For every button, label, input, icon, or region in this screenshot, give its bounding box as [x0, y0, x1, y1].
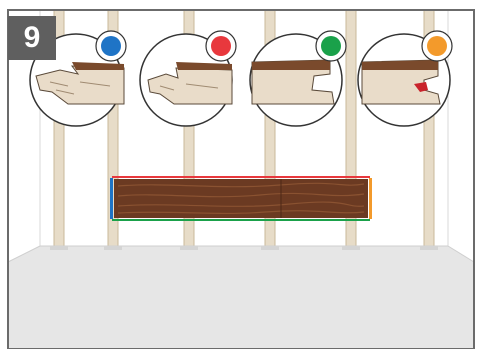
- plank-edge-left: [110, 178, 113, 219]
- step-number: 9: [23, 21, 41, 54]
- plank-edge-bottom: [112, 219, 370, 221]
- red-clip: [414, 82, 428, 92]
- shadow: [420, 246, 438, 250]
- edge-profile-3: [249, 30, 347, 127]
- orange-dot-fill: [427, 36, 447, 56]
- floor-right-edge: [447, 245, 475, 263]
- edge-profile-4: [357, 30, 453, 127]
- stud-floor-shadows: [50, 246, 438, 250]
- shadow: [104, 246, 122, 250]
- blue-dot-fill: [101, 36, 121, 56]
- plank-edge-right: [369, 178, 372, 219]
- shadow: [261, 246, 279, 250]
- shadow: [342, 246, 360, 250]
- shadow: [50, 246, 68, 250]
- floor-plank: [110, 176, 372, 221]
- profile-detail: [49, 81, 111, 95]
- profile-detail: [159, 83, 219, 91]
- profile-top-layer: [72, 62, 124, 70]
- plank-grain: [117, 182, 365, 215]
- step-number-badge: 9: [8, 16, 56, 60]
- floor: [8, 246, 474, 349]
- tongue-profile: [147, 67, 233, 105]
- floor-left-edge: [7, 245, 41, 263]
- red-dot-fill: [211, 36, 231, 56]
- edge-profile-2: [139, 30, 237, 127]
- plank-edge-top: [112, 176, 370, 178]
- profile-top-layer: [362, 60, 438, 70]
- green-dot-fill: [321, 36, 341, 56]
- tongue-groove-profile: [35, 65, 125, 105]
- profile-top-layer: [252, 60, 330, 70]
- frame-border: [7, 9, 475, 349]
- edge-profile-1: [29, 30, 127, 127]
- shadow: [180, 246, 198, 250]
- profile-top-layer: [176, 62, 232, 70]
